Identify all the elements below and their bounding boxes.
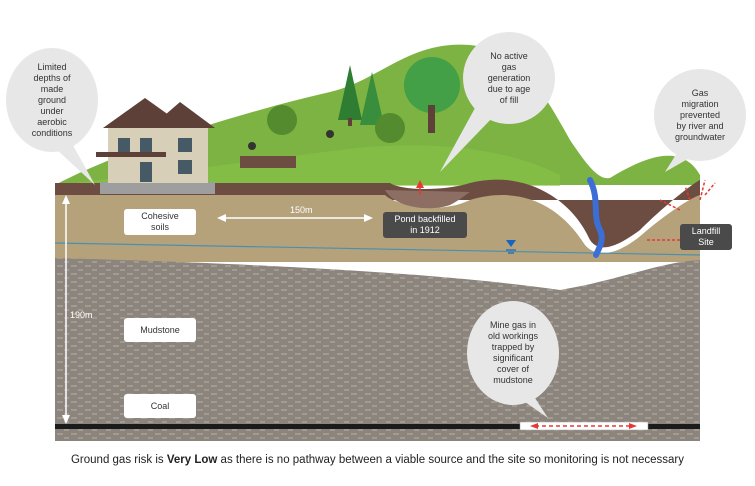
distance-label: 150m [290,205,313,215]
house-icon [96,98,215,194]
allotment [240,156,296,168]
gardener-icon [248,142,256,150]
coal-seam [55,424,700,429]
caption-intro: Ground gas risk is [70,454,167,466]
pond-backfill [385,190,470,209]
caption-risk-level: Very Low [166,454,218,466]
callout-made-ground: Limited depths of made ground under aero… [31,61,73,138]
child-icon [326,130,334,138]
tree-icons [267,57,460,143]
callout-gas-migration: Gas migration prevented by river and gro… [674,87,726,142]
callout-no-gas-generation: No active gas generation due to age of f… [487,50,531,105]
groundwater-line [54,242,701,256]
cohesive-soil-layer [55,195,700,262]
label-mudstone: Mudstone [124,318,196,342]
depth-label: 190m [70,310,93,320]
label-cohesive-soils: Cohesive soils [124,209,196,235]
river [587,177,605,258]
callout-bubbles [6,32,746,418]
callout-mine-gas: Mine gas in old workings trapped by sign… [487,320,539,385]
risk-caption: Ground gas risk is Very Low as there is … [0,454,755,466]
label-pond-backfilled: Pond backfilled in 1912 [383,212,467,238]
label-coal: Coal [124,394,196,418]
water-table-icon [506,240,516,247]
caption-rest: as there is no pathway between a viable … [217,454,685,466]
label-landfill-site: Landfill Site [680,224,732,250]
